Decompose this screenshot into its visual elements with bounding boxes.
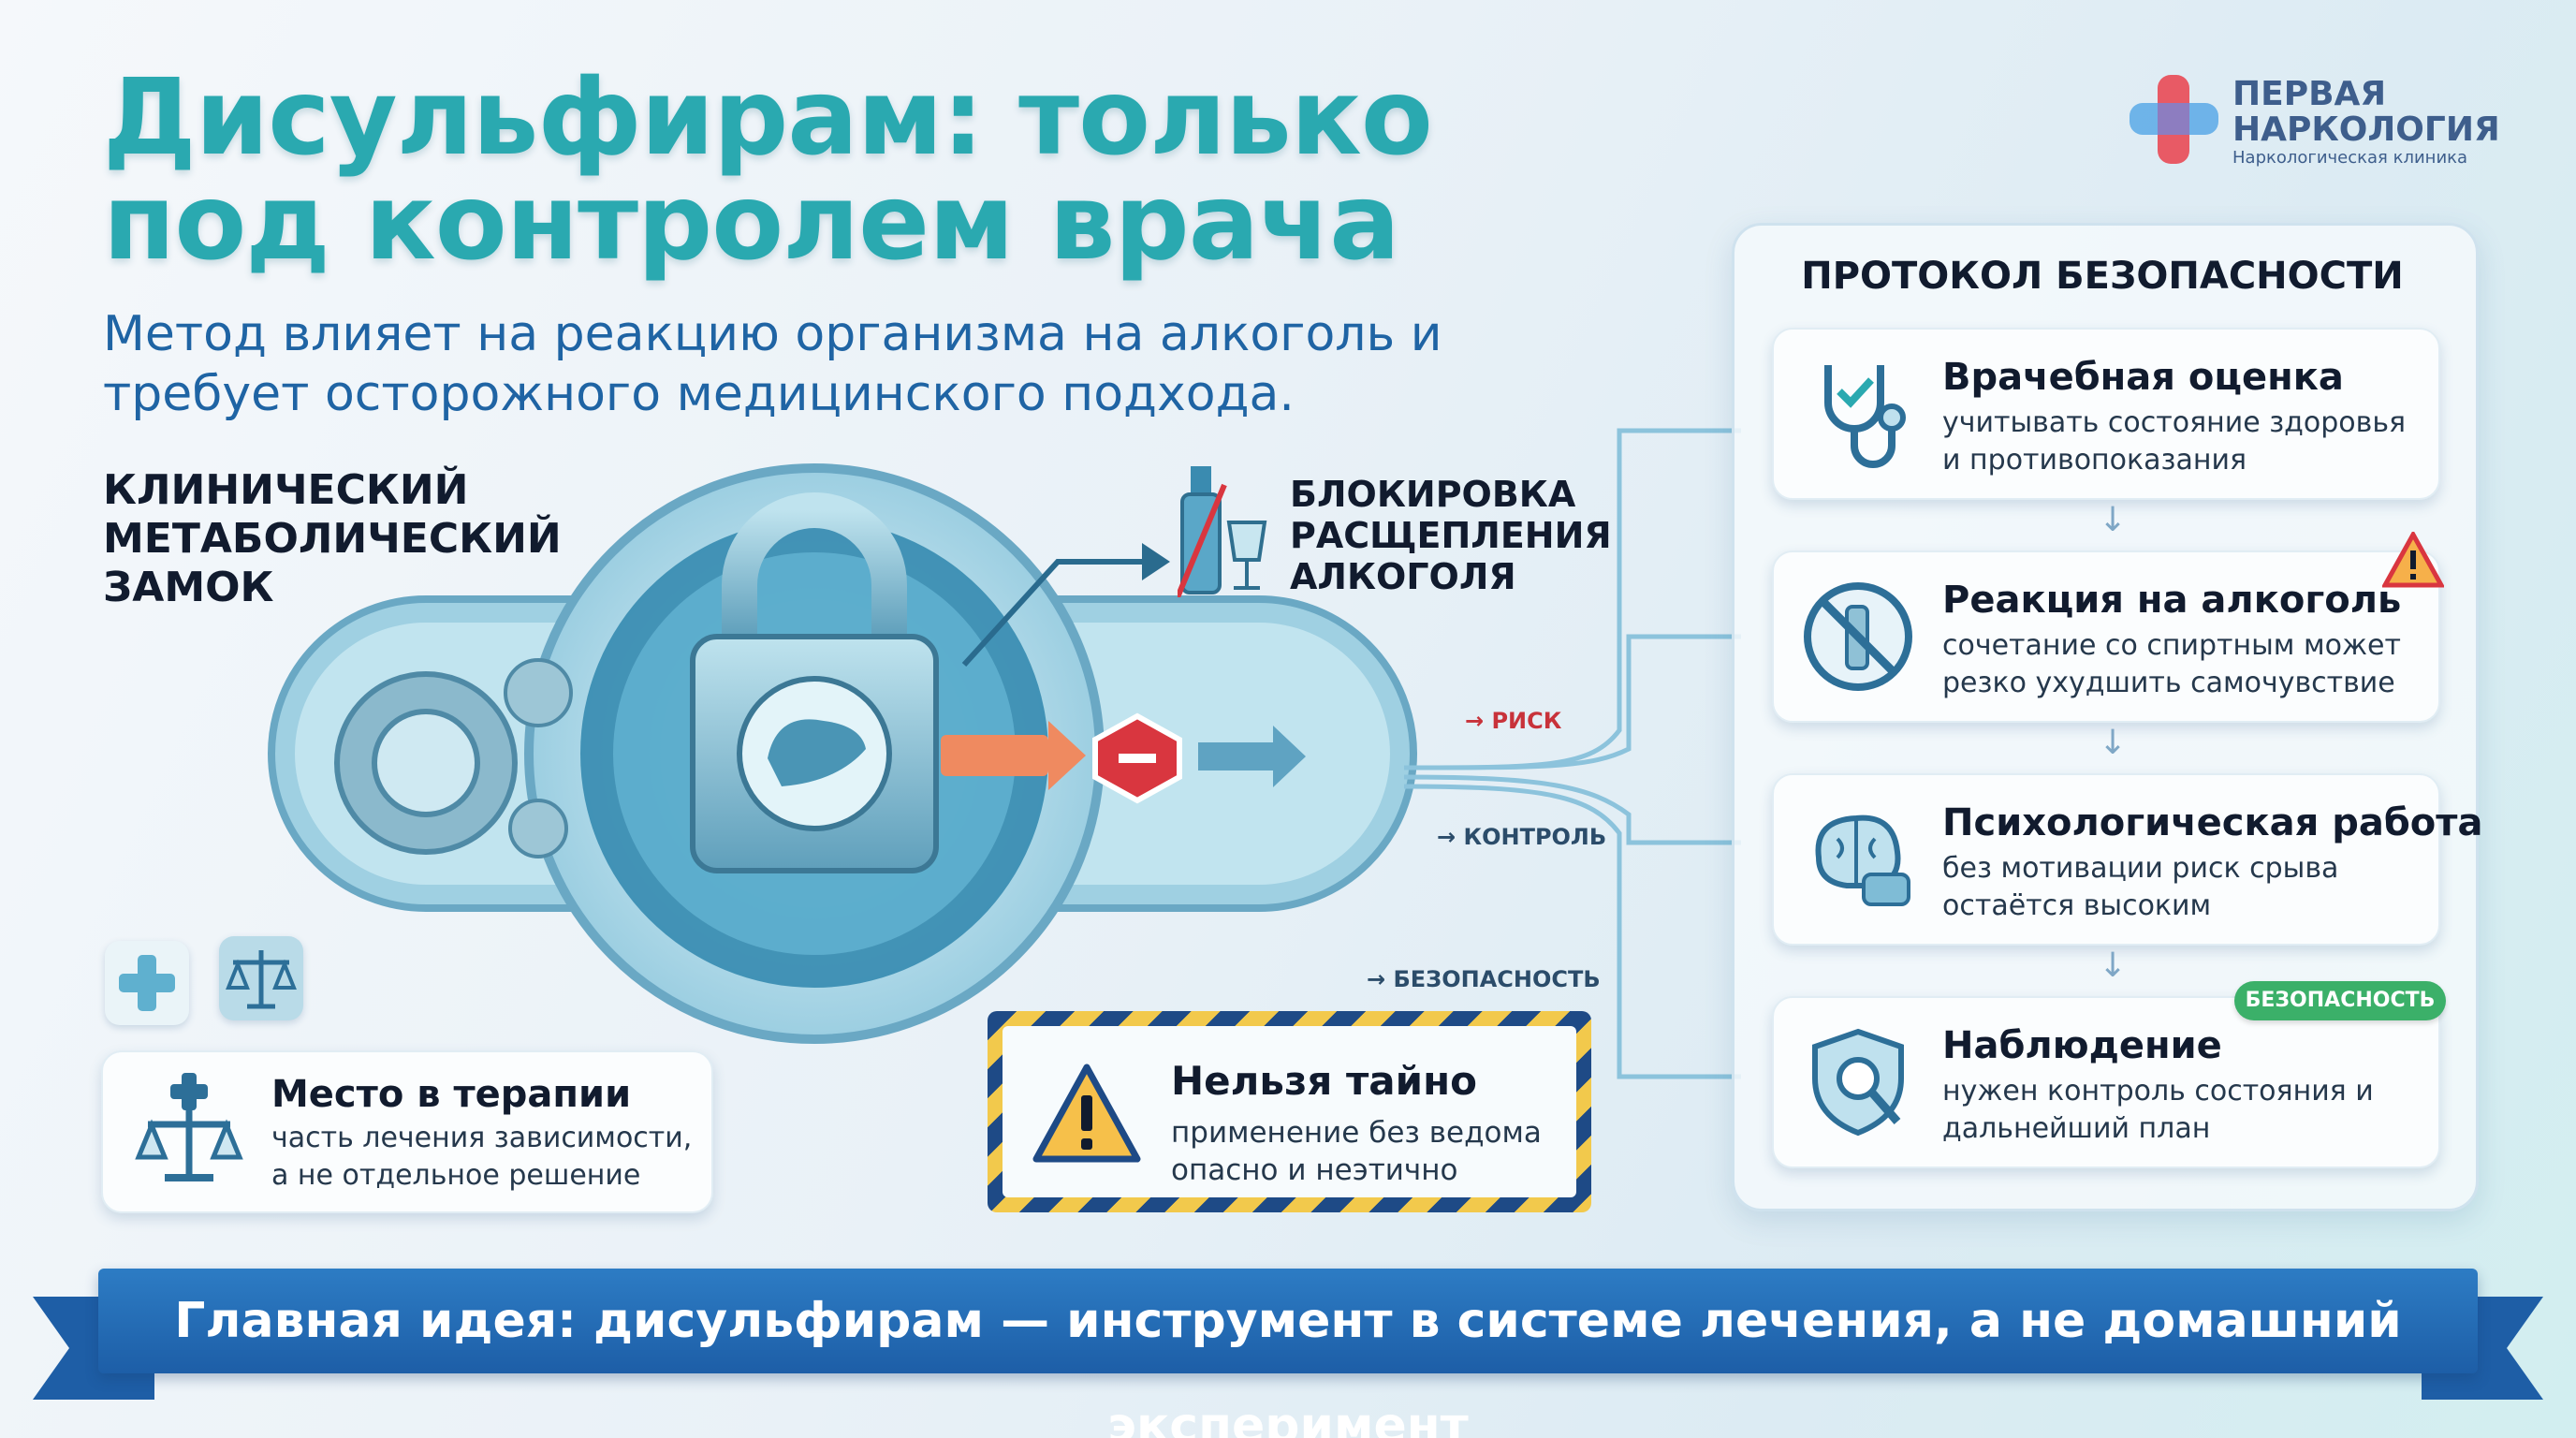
step-text: нужен контроль состояния и дальнейший пл… (1942, 1075, 2374, 1145)
step-title: Реакция на алкоголь (1942, 579, 2402, 622)
metabolic-lock-illustration (268, 463, 1417, 1044)
protocol-step-medical-assessment: Врачебная оценка учитывать состояние здо… (1772, 328, 2440, 500)
warning-triangle-icon (2382, 532, 2444, 588)
bottle-glass-icon (1178, 466, 1267, 597)
chevron-down-icon: ↓ (2099, 501, 2128, 539)
protocol-step-psychological-work: Психологическая работа без мотивации рис… (1772, 773, 2482, 946)
step-title: Врачебная оценка (1942, 356, 2344, 399)
warning-triangle-icon (1032, 1064, 1141, 1163)
scales-icon (219, 936, 303, 1020)
main-idea-banner: Главная идея: дисульфирам — инструмент в… (98, 1269, 2478, 1438)
logo-cross-icon (2130, 75, 2218, 164)
step-text: сочетание со спиртным может резко ухудши… (1942, 629, 2401, 699)
page-title: Дисульфирам: только под контролем врача (103, 57, 1433, 284)
page-subtitle: Метод влияет на реакцию организма на алк… (103, 306, 1442, 422)
warning-text: применение без ведома опасно и неэтично (1171, 1116, 1542, 1187)
therapy-title: Место в терапии (271, 1073, 632, 1116)
therapy-card: Место в терапии часть лечения зависимост… (101, 1050, 713, 1213)
warning-title: Нельзя тайно (1171, 1058, 1477, 1104)
flow-connectors (1404, 428, 1741, 1079)
blocking-label: БЛОКИРОВКА РАСЩЕПЛЕНИЯ АЛКОГОЛЯ (1290, 474, 1612, 597)
protocol-title: ПРОТОКОЛ БЕЗОПАСНОСТИ (1801, 255, 2404, 298)
flow-tag-safety: → БЕЗОПАСНОСТЬ (1367, 966, 1601, 992)
brain-icon (1815, 814, 1910, 906)
shield-search-icon (1812, 1028, 1904, 1137)
gear-icon (334, 671, 518, 855)
step-text: без мотивации риск срыва остаётся высоки… (1942, 852, 2339, 922)
lock-label: КЛИНИЧЕСКИЙ МЕТАБОЛИЧЕСКИЙ ЗАМОК (103, 466, 562, 611)
stethoscope-icon (1824, 365, 1906, 468)
main-idea-text: Главная идея: дисульфирам — инструмент в… (174, 1293, 2402, 1438)
flow-tag-risk: → РИСК (1465, 708, 1562, 734)
warning-inner: Нельзя тайно применение без ведома опасн… (1003, 1026, 1576, 1197)
therapy-text: часть лечения зависимости, а не отдельно… (271, 1122, 693, 1192)
step-text: учитывать состояние здоровья и противопо… (1942, 406, 2407, 477)
protocol-step-observation: Наблюдение нужен контроль состояния и да… (1772, 996, 2440, 1168)
logo-tagline: Наркологическая клиника (2232, 148, 2468, 168)
medical-plus-icon (105, 941, 189, 1025)
no-alcohol-icon (1804, 582, 1912, 691)
step-title: Наблюдение (1942, 1024, 2222, 1067)
warning-box: Нельзя тайно применение без ведома опасн… (988, 1011, 1591, 1212)
protocol-step-alcohol-reaction: Реакция на алкоголь сочетание со спиртны… (1772, 550, 2440, 723)
scales-plus-icon (135, 1073, 243, 1181)
safety-badge: БЕЗОПАСНОСТЬ (2234, 981, 2446, 1020)
flow-tag-control: → КОНТРОЛЬ (1437, 824, 1607, 850)
logo-name: ПЕРВАЯ НАРКОЛОГИЯ (2232, 75, 2500, 149)
step-title: Психологическая работа (1942, 801, 2483, 844)
chevron-down-icon: ↓ (2099, 946, 2128, 985)
chevron-down-icon: ↓ (2099, 724, 2128, 762)
